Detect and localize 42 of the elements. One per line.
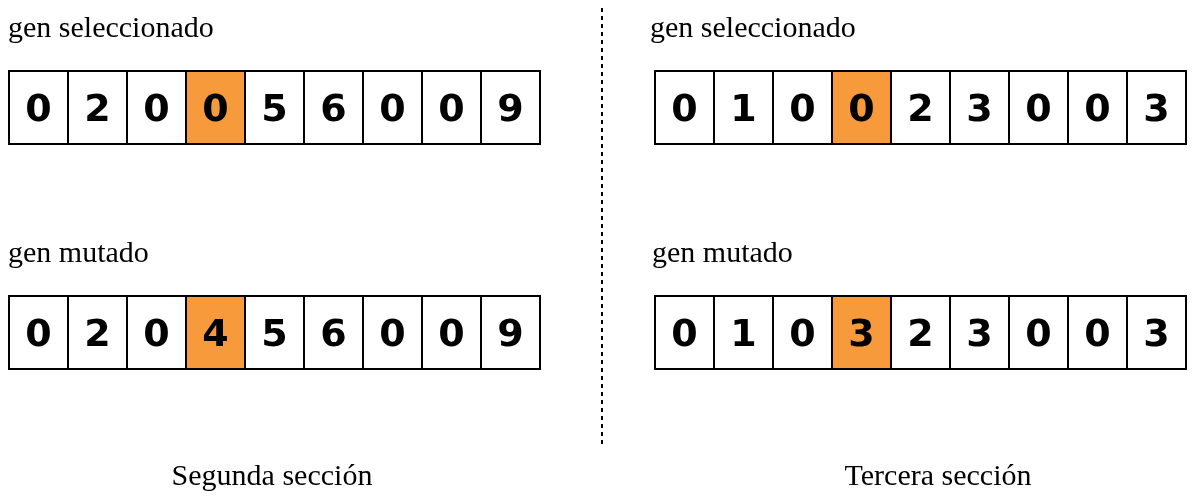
highlighted-gene-cell: 3 xyxy=(831,295,892,370)
highlighted-gene-cell: 4 xyxy=(185,295,246,370)
gene-cell: 1 xyxy=(713,295,774,370)
highlighted-gene-cell: 0 xyxy=(831,70,892,145)
gene-cell: 0 xyxy=(1067,295,1128,370)
gene-cell: 0 xyxy=(126,295,187,370)
gene-cell: 5 xyxy=(244,295,305,370)
section-caption: Tercera sección xyxy=(844,458,1032,492)
gene-cell: 0 xyxy=(772,295,833,370)
gene-cell: 3 xyxy=(949,70,1010,145)
gene-cell: 0 xyxy=(654,295,715,370)
gene-cell: 1 xyxy=(713,70,774,145)
row-heading: gen mutado xyxy=(652,235,793,269)
row-heading: gen mutado xyxy=(8,235,149,269)
gene-cell: 6 xyxy=(303,295,364,370)
row-heading: gen seleccionado xyxy=(650,10,856,44)
gene-cell: 0 xyxy=(1008,295,1069,370)
gene-cell: 0 xyxy=(362,70,423,145)
gene-cell: 9 xyxy=(480,70,541,145)
gene-cell: 3 xyxy=(949,295,1010,370)
highlighted-gene-cell: 0 xyxy=(185,70,246,145)
gene-cell: 2 xyxy=(67,70,128,145)
row-heading: gen seleccionado xyxy=(8,10,214,44)
gene-cell: 9 xyxy=(480,295,541,370)
gene-cell: 0 xyxy=(654,70,715,145)
gene-cell: 6 xyxy=(303,70,364,145)
gene-cell: 3 xyxy=(1126,70,1187,145)
gene-cell: 0 xyxy=(8,70,69,145)
gene-cell: 0 xyxy=(421,295,482,370)
section-caption: Segunda sección xyxy=(171,458,373,492)
gene-cell: 2 xyxy=(67,295,128,370)
gene-cell: 2 xyxy=(890,70,951,145)
gene-cell: 0 xyxy=(1067,70,1128,145)
gene-cell: 5 xyxy=(244,70,305,145)
gene-cell: 0 xyxy=(126,70,187,145)
gene-cell: 2 xyxy=(890,295,951,370)
gene-cell: 3 xyxy=(1126,295,1187,370)
gene-cell: 0 xyxy=(772,70,833,145)
gene-cell: 0 xyxy=(8,295,69,370)
gene-cell: 0 xyxy=(1008,70,1069,145)
gene-cell: 0 xyxy=(421,70,482,145)
gene-cell: 0 xyxy=(362,295,423,370)
